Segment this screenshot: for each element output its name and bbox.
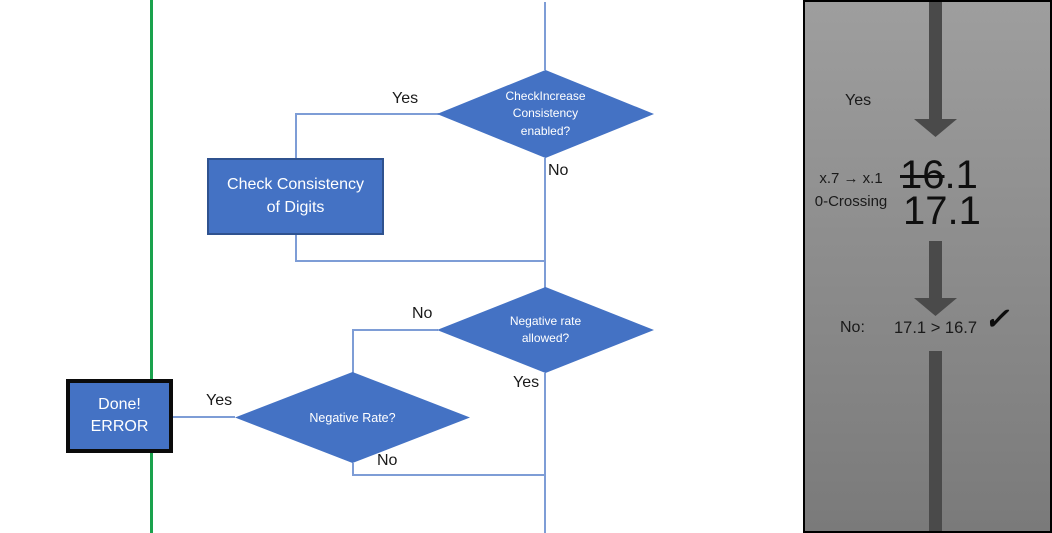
connector-decision1-no-vertical — [544, 158, 546, 288]
connector-decision2-no-horizontal — [352, 329, 438, 331]
decision-negative-rate-label: Negative Rate? — [309, 410, 396, 425]
down-arrow-1-shaft — [929, 2, 942, 119]
panel-rule-caption: x.7 → x.1 0-Crossing — [805, 167, 897, 213]
panel-new-value: 17.1 — [903, 189, 981, 233]
connector-decision3-no-horizontal — [352, 474, 546, 476]
process-check-consistency-label: Check Consistency of Digits — [227, 176, 364, 216]
decision-negative-rate-allowed-label: Negative rate allowed? — [509, 313, 582, 345]
connector-process-out-horizontal — [295, 260, 545, 262]
branch-label-decision3-yes: Yes — [206, 392, 233, 409]
process-check-consistency-of-digits: Check Consistency of Digits — [207, 158, 384, 235]
down-arrow-2-head — [914, 298, 957, 316]
branch-label-decision1-yes: Yes — [392, 90, 419, 107]
panel-rule-line1: x.7 → x.1 — [819, 170, 883, 187]
panel-old-value: 16.1 — [900, 155, 978, 195]
side-panel: Yes x.7 → x.1 0-Crossing 16.1 17.1 No: 1… — [803, 0, 1052, 533]
down-arrow-3-shaft — [929, 351, 942, 531]
connector-top-to-decision1 — [544, 2, 546, 70]
branch-label-decision2-no: No — [412, 305, 433, 322]
decision-negative-rate: Negative Rate? — [235, 372, 470, 463]
terminal-done-error: Done! ERROR — [66, 379, 173, 453]
connector-decision1-yes-vertical — [295, 113, 297, 158]
branch-label-decision1-no: No — [548, 162, 569, 179]
connector-decision3-no-vertical — [352, 463, 354, 476]
branch-label-decision2-yes: Yes — [513, 374, 540, 391]
panel-rule-line2: 0-Crossing — [814, 193, 888, 210]
checkmark-icon: ✓ — [984, 303, 1010, 336]
panel-result-prefix: No: — [840, 319, 865, 336]
connector-decision2-no-vertical — [352, 329, 354, 373]
green-divider-line — [150, 0, 153, 533]
panel-yes-label: Yes — [845, 92, 872, 109]
connector-decision1-yes-horizontal — [295, 113, 439, 115]
decision-check-increase-consistency: CheckIncrease Consistency enabled? — [437, 70, 654, 158]
down-arrow-2-shaft — [929, 241, 942, 298]
decision-check-increase-label: CheckIncrease Consistency enabled? — [505, 88, 586, 138]
branch-label-decision3-no: No — [377, 452, 398, 469]
decision-negative-rate-allowed: Negative rate allowed? — [437, 287, 654, 373]
terminal-done-error-label: Done! ERROR — [90, 395, 149, 435]
connector-decision3-yes-horizontal — [173, 416, 235, 418]
connector-decision2-yes-vertical — [544, 373, 546, 533]
panel-old-value-rest: .1 — [944, 153, 978, 197]
down-arrow-1-head — [914, 119, 957, 137]
connector-process-out-vertical — [295, 235, 297, 262]
panel-result-comparison: 17.1 > 16.7 — [894, 319, 978, 337]
panel-old-value-struck: 16 — [900, 153, 945, 197]
